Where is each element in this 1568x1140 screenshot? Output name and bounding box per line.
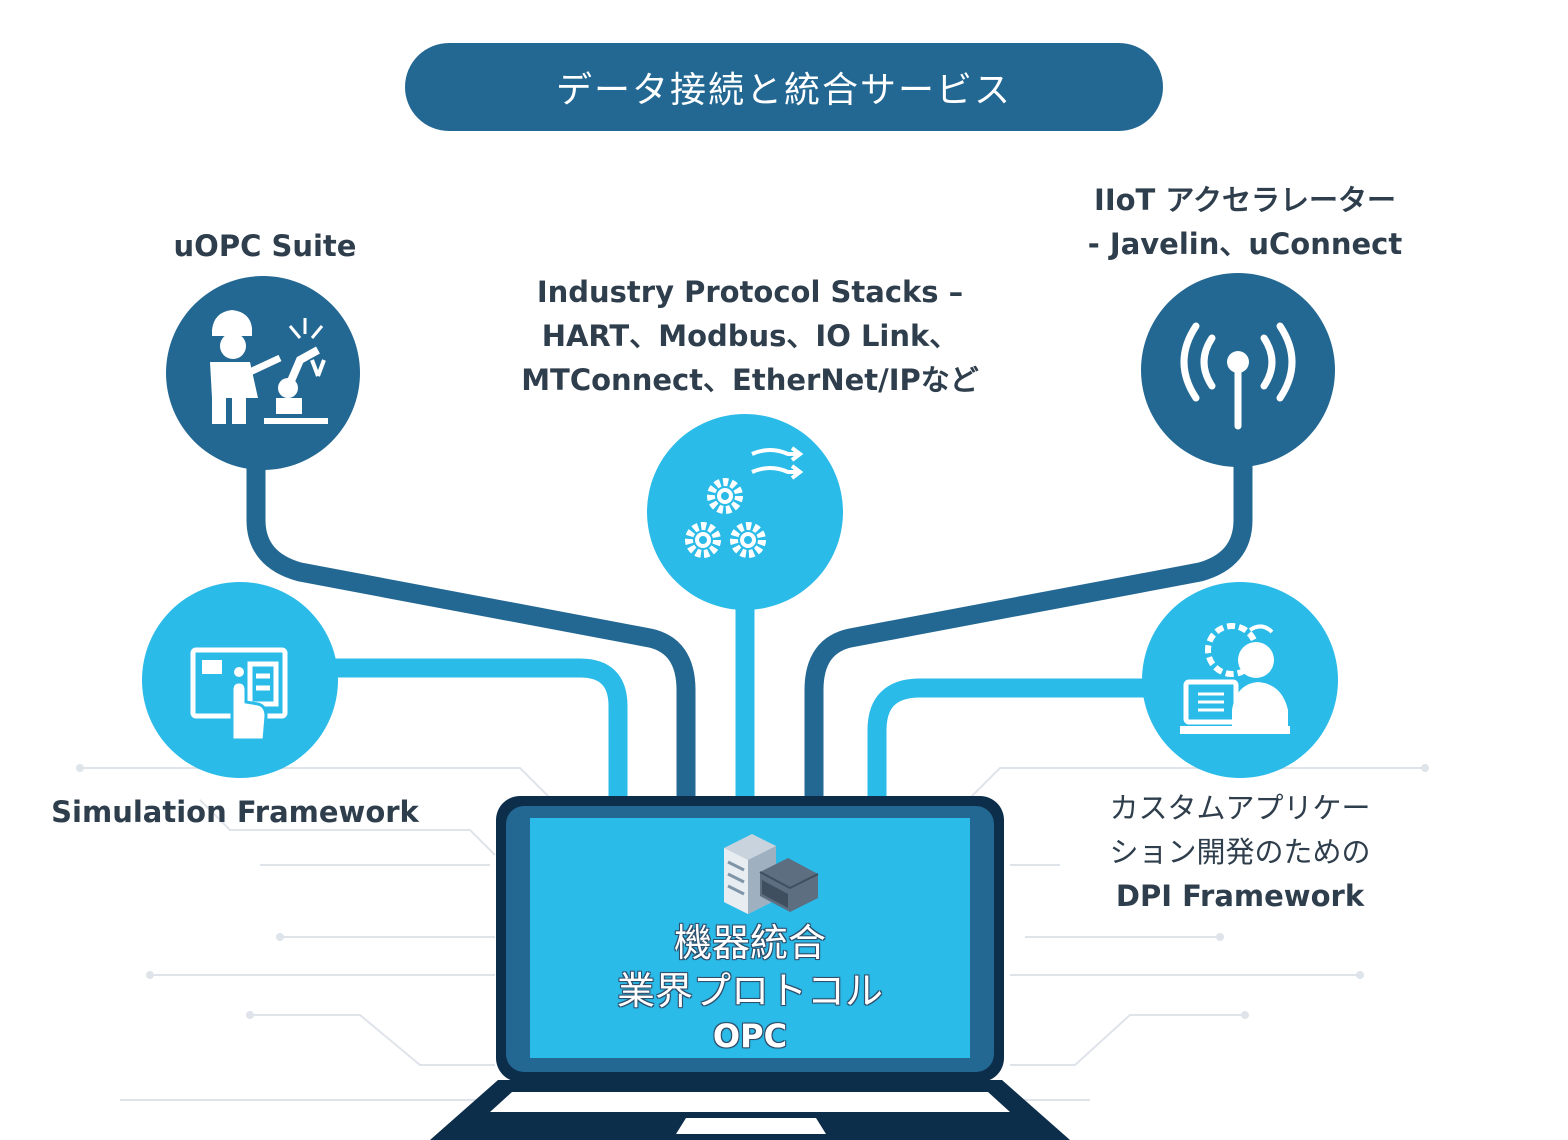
screen-line-3: OPC	[712, 1017, 788, 1055]
protocol-stacks-line-1: Industry Protocol Stacks –	[536, 275, 964, 309]
developer-at-computer-icon	[1180, 623, 1290, 734]
uopc-suite-label: uOPC Suite	[173, 229, 357, 263]
screen-line-1: 機器統合	[673, 921, 826, 965]
dpi-framework-line-1: カスタムアプリケー	[1109, 791, 1371, 825]
connector-simulation	[330, 658, 628, 800]
node-dpi-circle	[1142, 582, 1338, 778]
page-title: データ接続と統合サービス	[405, 43, 1163, 131]
connector-uopc	[246, 460, 696, 800]
dpi-framework-line-3: DPI Framework	[1115, 879, 1365, 913]
connectors	[246, 460, 1253, 800]
wireless-antenna-icon	[1180, 322, 1296, 430]
dpi-framework-label: カスタムアプリケー ション開発のための DPI Framework	[1080, 786, 1400, 918]
laptop	[430, 796, 1070, 1140]
connector-dpi	[867, 678, 1160, 800]
protocol-stacks-line-3: MTConnect、EtherNet/IPなど	[521, 363, 979, 397]
node-protocols-circle	[647, 414, 843, 610]
connector-iiot	[804, 460, 1253, 800]
protocol-stacks-line-2: HART、Modbus、IO Link、	[541, 319, 959, 353]
simulation-framework-label: Simulation Framework	[51, 795, 419, 829]
touch-control-panel-icon	[190, 647, 288, 742]
iiot-accelerator-line-2: - Javelin、uConnect	[1087, 227, 1403, 261]
node-uopc-circle	[166, 276, 360, 470]
dpi-framework-line-2: ション開発のための	[1109, 835, 1371, 869]
screen-line-2: 業界プロトコル	[616, 969, 883, 1013]
gears-data-flow-icon	[685, 446, 804, 558]
protocol-stacks-label: Industry Protocol Stacks – HART、Modbus、I…	[490, 270, 1010, 402]
engineer-robot-arm-icon	[210, 310, 328, 424]
server-rack-icon	[724, 834, 819, 914]
iiot-accelerator-label: IIoT アクセラレーター - Javelin、uConnect	[1080, 178, 1410, 266]
node-simulation-circle	[142, 582, 338, 778]
circuit-background	[76, 764, 1429, 1101]
iiot-accelerator-line-1: IIoT アクセラレーター	[1094, 183, 1396, 217]
